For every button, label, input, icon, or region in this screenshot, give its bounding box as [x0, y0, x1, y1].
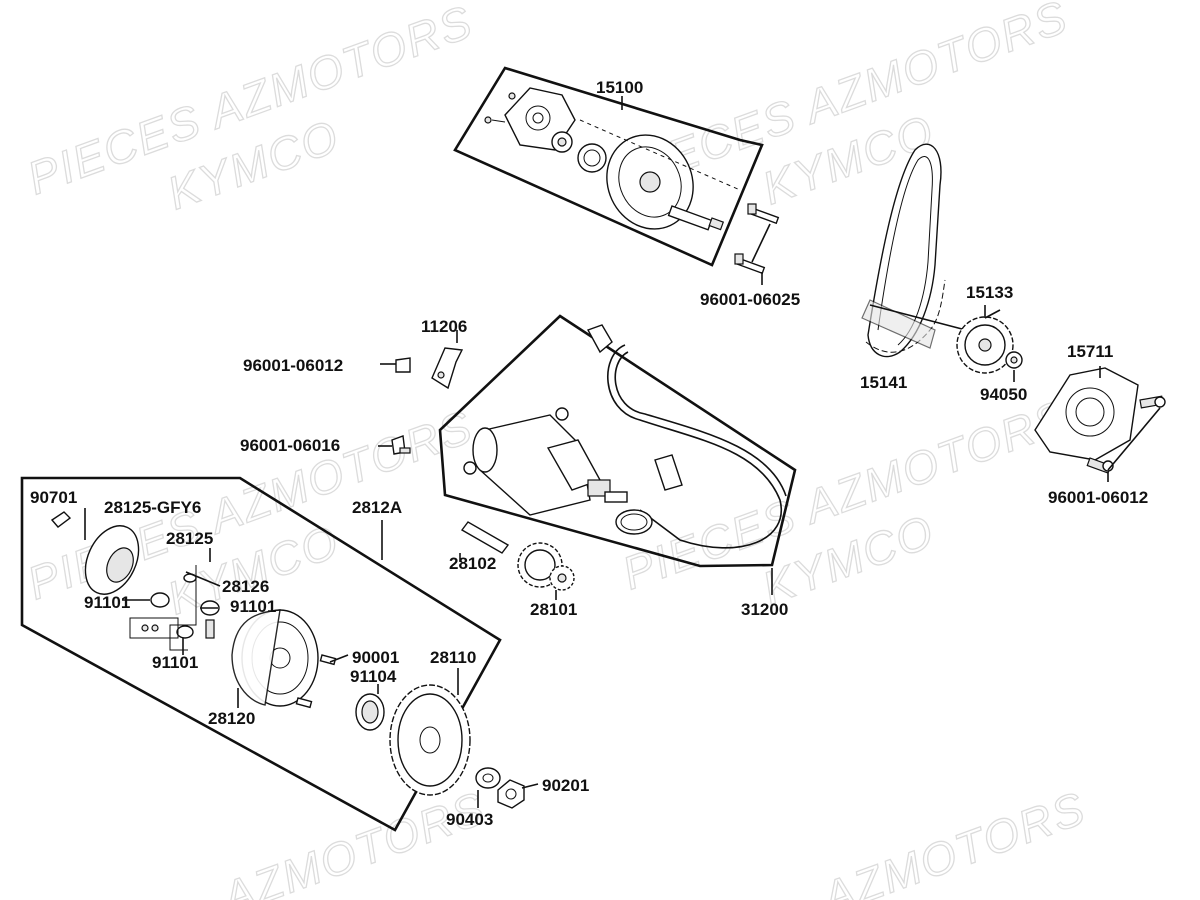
label-96001-06012-right: 96001-06012: [1048, 488, 1148, 507]
label-91101: 91101: [152, 653, 198, 672]
bolt-96001-06025: [734, 203, 780, 285]
pin-28102: [460, 521, 510, 554]
oil-pump-assembly: [453, 66, 764, 267]
label-91101: 91101: [230, 597, 276, 616]
label-28125-gfy6: 28125-GFY6: [104, 498, 201, 517]
washer-nut: [475, 767, 539, 809]
label-90701: 90701: [30, 488, 77, 507]
cover-15711: [1034, 366, 1166, 482]
bracket-11206: [380, 330, 464, 390]
label-96001-06012-left: 96001-06012: [243, 356, 343, 375]
label-90201: 90201: [542, 776, 589, 795]
label-28101: 28101: [530, 600, 577, 619]
label-15711: 15711: [1067, 342, 1113, 361]
label-31200: 31200: [741, 600, 788, 619]
starter-motor-assembly: [438, 314, 797, 595]
label-15141: 15141: [860, 373, 907, 392]
label-91101: 91101: [84, 593, 130, 612]
label-15133: 15133: [966, 283, 1013, 302]
part-labels: 15100 96001-06025 15133 15711 15141 9405…: [30, 78, 1148, 829]
label-90001: 90001: [352, 648, 399, 667]
label-15100: 15100: [596, 78, 643, 97]
label-2812a: 2812A: [352, 498, 402, 517]
label-28102: 28102: [449, 554, 496, 573]
label-96001-06025: 96001-06025: [700, 290, 800, 309]
bolt-94050: [1005, 351, 1023, 382]
label-91104: 91104: [350, 667, 397, 686]
label-28126: 28126: [222, 577, 269, 596]
bolt-96001-06016: [378, 435, 411, 455]
watermark: AZMOTORS: [213, 781, 493, 900]
watermark: AZMOTORS: [813, 781, 1093, 900]
label-11206: 11206: [421, 317, 467, 336]
drive-chain: [861, 143, 986, 358]
label-94050: 94050: [980, 385, 1027, 404]
starter-clutch-assembly: [20, 476, 502, 832]
label-28110: 28110: [430, 648, 476, 667]
label-28125: 28125: [166, 529, 213, 548]
label-28120: 28120: [208, 709, 255, 728]
label-90403: 90403: [446, 810, 493, 829]
label-96001-06016: 96001-06016: [240, 436, 340, 455]
gear-28101: [517, 542, 575, 600]
sprocket-15133: [956, 305, 1014, 374]
